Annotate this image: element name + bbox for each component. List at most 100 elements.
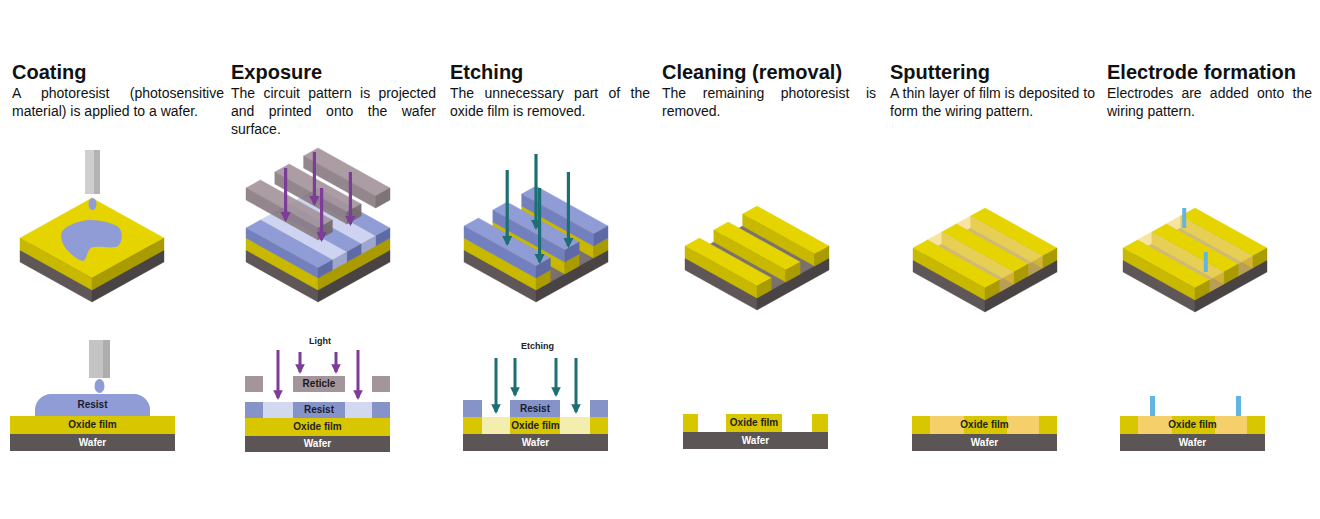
- layer-label: Wafer: [742, 435, 769, 447]
- step-heading: Sputtering: [890, 60, 990, 84]
- iso-face: [1014, 264, 1028, 284]
- step-heading: Coating: [12, 60, 86, 84]
- iso-face: [318, 260, 332, 278]
- layer-label: Resist: [304, 404, 334, 416]
- iso-face: [361, 236, 375, 254]
- etching-arrow: [555, 358, 558, 395]
- callout-label: Etching: [519, 341, 556, 352]
- iso-face: [1123, 248, 1195, 300]
- callout-label: Light: [307, 336, 333, 347]
- reticle-piece: Reticle: [293, 376, 345, 392]
- exposed-resist: [345, 402, 372, 418]
- iso-face: [347, 244, 361, 262]
- resist-piece: [463, 400, 482, 417]
- iso-face: [376, 228, 390, 246]
- step-heading: Exposure: [231, 60, 322, 84]
- iso-face: [20, 198, 164, 278]
- iso-face: [246, 228, 318, 278]
- iso-face: [1028, 256, 1042, 276]
- iso-face: [685, 246, 757, 298]
- iso-face: [757, 278, 771, 298]
- layer-label: Reticle: [303, 378, 336, 390]
- resist-puddle: [61, 220, 122, 261]
- oxide-layer: Oxide film: [245, 418, 390, 436]
- step-description: The unnecessary part of the oxide film i…: [450, 84, 650, 120]
- iso-face: [1253, 248, 1267, 268]
- layer-label: Oxide film: [511, 420, 559, 432]
- layer-label: Wafer: [304, 438, 331, 450]
- wafer-layer: Wafer: [1120, 434, 1265, 451]
- resist-drop: [95, 379, 105, 393]
- electrode: [1236, 396, 1241, 416]
- resist-piece: Resist: [293, 402, 345, 418]
- nozzle-side: [94, 150, 100, 194]
- layer-label: Oxide film: [68, 419, 116, 431]
- layer-label: Oxide film: [960, 419, 1008, 431]
- wafer-layer: Wafer: [912, 434, 1057, 451]
- nozzle-side: [103, 340, 110, 378]
- wafer-layer: Wafer: [245, 436, 390, 452]
- resist-layer: Resist: [35, 394, 150, 416]
- etching-arrow: [575, 358, 578, 412]
- iso-face: [999, 272, 1013, 292]
- etching-arrow: [514, 358, 517, 395]
- iso-face: [786, 262, 800, 282]
- wafer-layer: Wafer: [463, 434, 608, 451]
- iso-face: [1224, 264, 1238, 284]
- step-description: A thin layer of film is deposited to for…: [890, 84, 1095, 120]
- step-description: A photoresist (photosensitive material) …: [12, 84, 224, 120]
- iso-face: [1209, 272, 1223, 292]
- electrode: [1204, 252, 1208, 272]
- light-arrow: [299, 352, 302, 372]
- step-heading: Cleaning (removal): [662, 60, 842, 84]
- oxide-layer: Oxide film: [912, 416, 1057, 434]
- light-arrow: [357, 350, 360, 398]
- light-arrow: [277, 350, 280, 398]
- layer-label: Wafer: [79, 437, 106, 449]
- iso-arrow: [320, 188, 323, 240]
- iso-arrow: [506, 170, 509, 244]
- electrode: [1150, 396, 1155, 416]
- isometric-art: [20, 148, 1267, 312]
- resist-piece: Resist: [510, 400, 560, 417]
- oxide-piece: [683, 414, 698, 432]
- resist-piece: [590, 400, 608, 417]
- step-heading: Etching: [450, 60, 523, 84]
- layer-label: Resist: [77, 399, 107, 411]
- wafer-layer: Wafer: [683, 432, 828, 449]
- iso-face: [594, 226, 608, 246]
- iso-face: [913, 248, 985, 300]
- iso-arrow: [284, 168, 287, 220]
- iso-arrow: [313, 152, 316, 204]
- iso-face: [246, 188, 318, 240]
- iso-face: [815, 246, 829, 266]
- iso-face: [332, 252, 346, 270]
- layer-label: Resist: [520, 403, 550, 415]
- step-heading: Electrode formation: [1107, 60, 1296, 84]
- wafer-layer: Wafer: [10, 434, 175, 451]
- step-description: Electrodes are added onto the wiring pat…: [1107, 84, 1312, 120]
- iso-arrow: [349, 172, 352, 224]
- oxide-layer: Oxide film: [10, 416, 175, 434]
- iso-arrow: [534, 154, 537, 228]
- resist-piece: [245, 402, 263, 418]
- layer-label: Wafer: [971, 437, 998, 449]
- layer-label: Wafer: [522, 437, 549, 449]
- oxide-layer: Oxide film: [463, 417, 608, 434]
- layer-label: Wafer: [1179, 437, 1206, 449]
- iso-face: [985, 280, 999, 300]
- nozzle: [89, 340, 110, 378]
- layer-label: Oxide film: [1168, 419, 1216, 431]
- light-arrow: [335, 352, 338, 372]
- step-description: The circuit pattern is projected and pri…: [231, 84, 436, 138]
- oxide-layer: Oxide film: [1120, 416, 1265, 434]
- layer-label: Oxide film: [293, 421, 341, 433]
- iso-arrow: [538, 188, 541, 262]
- iso-arrow: [567, 172, 570, 246]
- electrode: [1182, 208, 1186, 228]
- reticle-piece: [245, 376, 263, 392]
- iso-face: [376, 188, 390, 208]
- layer-label: Oxide film: [730, 417, 778, 429]
